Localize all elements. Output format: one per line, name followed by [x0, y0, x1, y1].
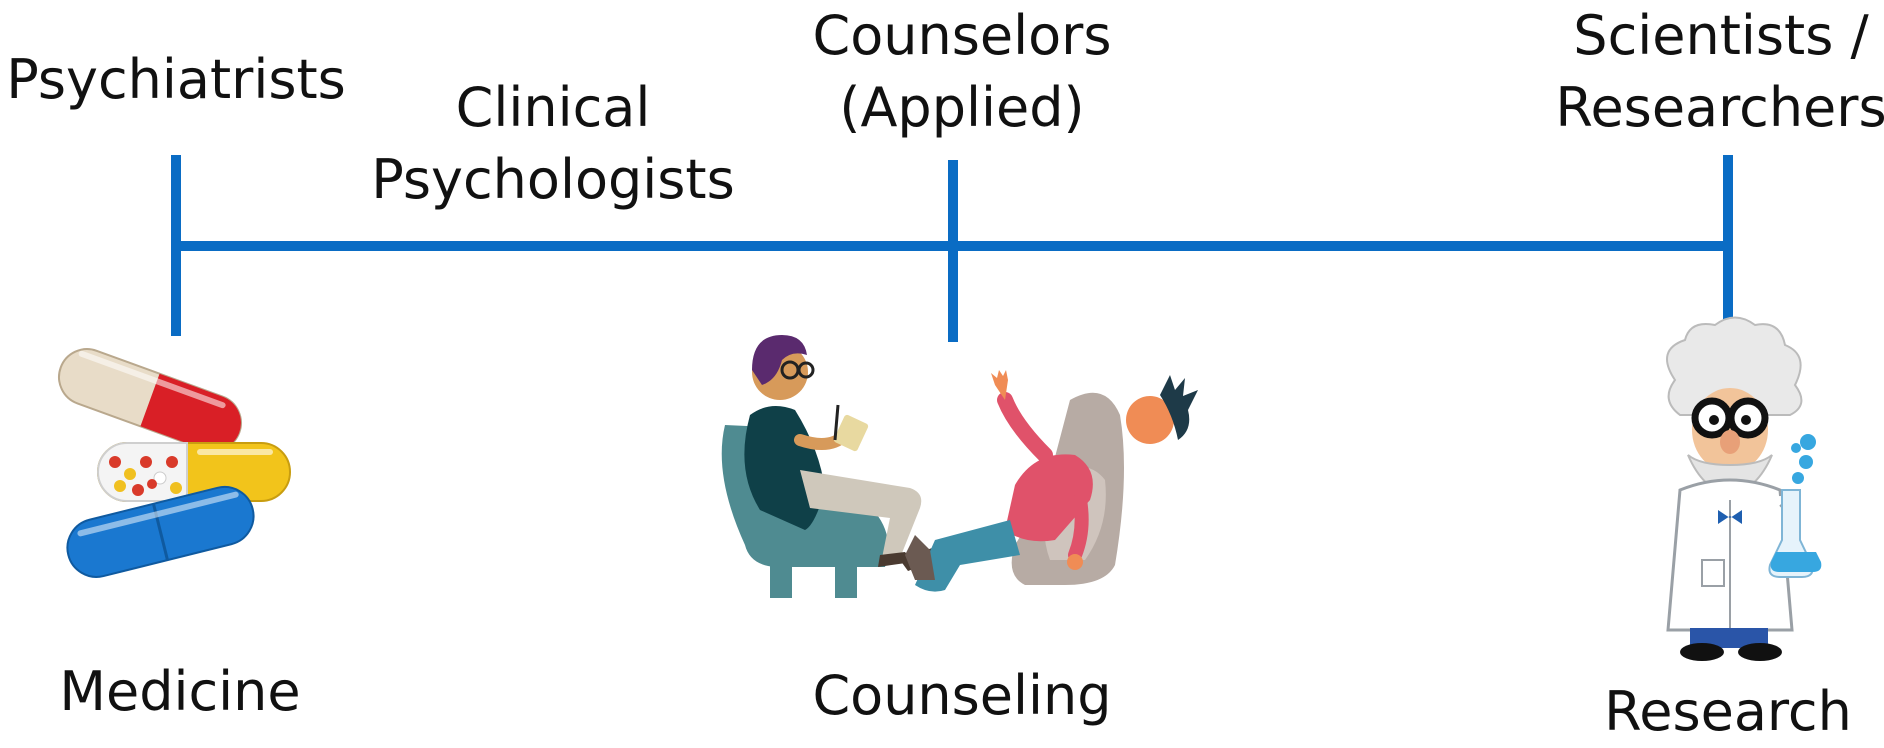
pills-icon [58, 348, 291, 578]
label-scientists-researchers: Scientists / Researchers [1555, 4, 1884, 139]
therapy-session-icon [721, 335, 1198, 598]
label-medicine: Medicine [59, 660, 301, 723]
label-research: Research [1604, 680, 1852, 743]
label-counselors: Counselors (Applied) [812, 4, 1112, 139]
label-psychiatrists: Psychiatrists [6, 48, 346, 111]
spectrum-line [171, 155, 1733, 342]
label-counseling: Counseling [812, 664, 1112, 727]
scientist-icon [1666, 316, 1822, 661]
label-clinical-psychologists: Clinical Psychologists [371, 76, 735, 211]
